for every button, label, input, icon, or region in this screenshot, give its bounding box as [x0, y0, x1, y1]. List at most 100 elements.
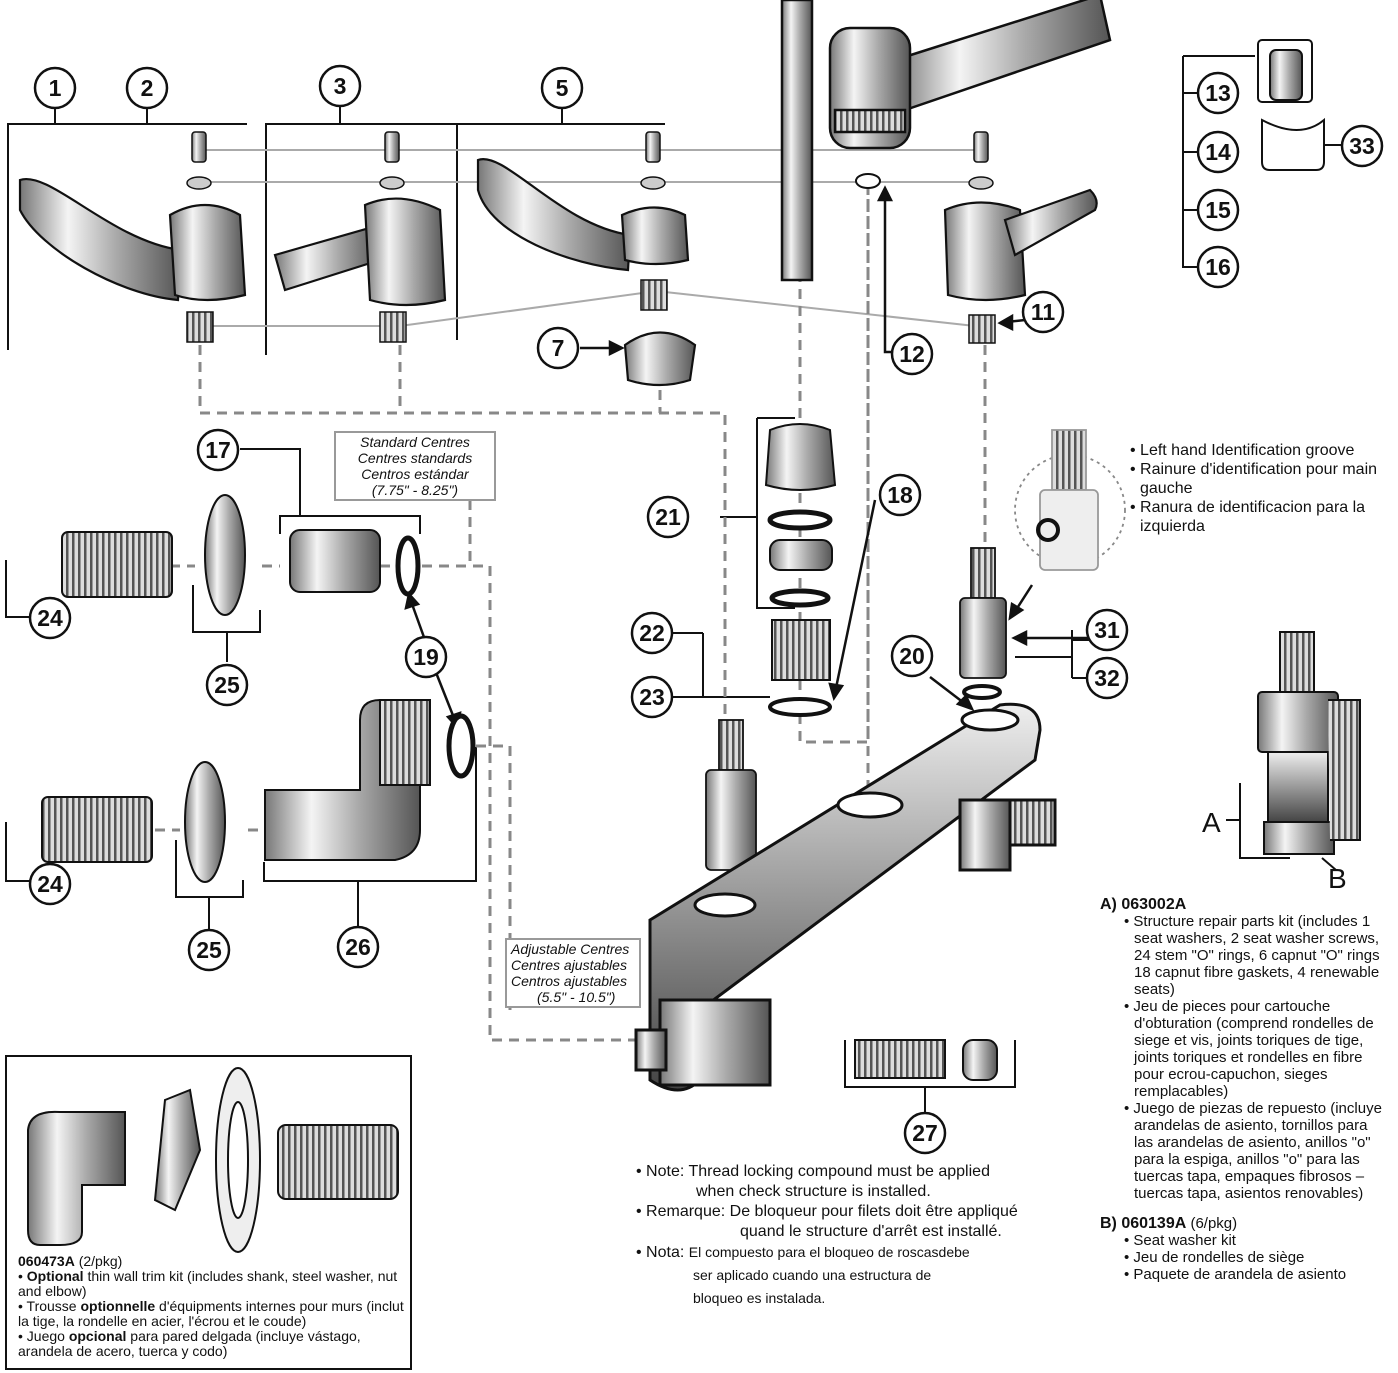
callout-24: 24	[28, 596, 72, 640]
note-line-1: • Note: Thread locking compound must be …	[636, 1163, 990, 1180]
callout-circle	[1340, 124, 1384, 168]
kit-b-item-3: • Paquete de arandela de asiento	[1124, 1266, 1347, 1283]
trim-kit-header: 060473A	[18, 1253, 75, 1269]
cartridges	[705, 429, 1126, 898]
callout-7: 7	[536, 326, 580, 370]
kit-b-header-row: B) 060139A (6/pkg)	[1100, 1215, 1390, 1232]
trim-kit-header-row: 060473A (2/pkg)	[18, 1254, 408, 1269]
callout-number: 13	[1205, 80, 1231, 106]
handle-adapters	[186, 279, 996, 344]
trim-kit-item-2: • Trousse optionnelle d'équipments inter…	[18, 1299, 408, 1329]
callout-number: 24	[37, 871, 63, 897]
callout-33: 33	[1340, 124, 1384, 168]
thread-locking-note: • Note: Thread locking compound must be …	[636, 1162, 1018, 1309]
callout-circle	[187, 928, 231, 972]
callout-3: 3	[318, 64, 362, 108]
callout-18: 18	[878, 473, 922, 517]
callout-circle	[903, 1111, 947, 1155]
callout-14: 14	[1196, 130, 1240, 174]
swing-spout	[780, 0, 1112, 282]
faucet-body	[634, 702, 1057, 1092]
callout-circle	[536, 326, 580, 370]
callout-25: 25	[205, 663, 249, 707]
callout-16: 16	[1196, 245, 1240, 289]
callout-circle	[1085, 608, 1129, 652]
label-letter-b: B	[1328, 863, 1347, 894]
callout-31: 31	[1085, 608, 1129, 652]
kit-a-item-2: • Jeu de pieces pour cartouche d'obturat…	[1124, 998, 1374, 1100]
trim-kit-item-1-bullet: •	[18, 1268, 27, 1284]
callout-number: 32	[1094, 665, 1120, 691]
kit-a-item-1: • Structure repair parts kit (includes 1…	[1124, 913, 1380, 998]
callout-23: 23	[630, 675, 674, 719]
callout-number: 20	[899, 643, 925, 669]
cartridge-detail	[1226, 631, 1361, 871]
kit-b: B) 060139A (6/pkg) • Seat washer kit • J…	[1100, 1215, 1390, 1283]
callout-27: 27	[903, 1111, 947, 1155]
callout-5: 5	[540, 66, 584, 110]
callout-number: 11	[1031, 299, 1056, 325]
trim-kit-item-3-text: para pared delgada (incluye vástago, ara…	[18, 1328, 361, 1359]
note-line-5-text: El compuesto para el bloqueo de roscasde…	[688, 1244, 970, 1260]
callout-number: 17	[205, 437, 231, 463]
callout-2: 2	[125, 66, 169, 110]
callout-12: 12	[890, 332, 934, 376]
standard-centres-line-4: (7.75" - 8.25")	[371, 482, 459, 498]
trim-kit-item-1-text: thin wall trim kit (includes shank, stee…	[18, 1268, 398, 1299]
trim-kit-box	[5, 1055, 412, 1370]
callout-circle	[890, 634, 934, 678]
groove-note-line-1: • Left hand Identification groove	[1130, 442, 1355, 459]
callout-circle	[1085, 656, 1129, 700]
check-valves	[854, 1039, 998, 1081]
callout-circle	[540, 66, 584, 110]
kit-b-pkg: (6/pkg)	[1186, 1215, 1238, 1232]
callout-number: 24	[37, 605, 63, 631]
callout-circle	[1196, 130, 1240, 174]
callout-circle	[336, 925, 380, 969]
trim-kit-item-3: • Juego opcional para pared delgada (inc…	[18, 1329, 408, 1359]
callout-number: 18	[887, 482, 913, 508]
trim-kit-item-1: • Optional thin wall trim kit (includes …	[18, 1269, 408, 1299]
trim-kit-item-2-text: d'équipments internes pour murs (inclut …	[18, 1298, 404, 1329]
kit-a: A) 063002A • Structure repair parts kit …	[1100, 896, 1390, 1202]
label-letter-a: A	[1202, 807, 1221, 838]
trim-kit-item-3-bold: opcional	[68, 1328, 127, 1344]
standard-centres-line-1: Standard Centres	[360, 434, 470, 450]
callout-circle	[878, 473, 922, 517]
callout-circle	[404, 635, 448, 679]
callout-number: 33	[1349, 133, 1375, 159]
standard-centres-line-3: Centros estándar	[361, 466, 469, 482]
callout-circle	[1196, 71, 1240, 115]
callout-24: 24	[28, 862, 72, 906]
standard-centres-label: Standard Centres Centres standards Centr…	[334, 431, 496, 501]
trim-kit-item-2-bullet: • Trousse	[18, 1298, 81, 1314]
callout-22: 22	[630, 611, 674, 655]
standard-centres-line-2: Centres standards	[357, 450, 473, 466]
callout-number: 22	[639, 620, 665, 646]
note-line-5-label: • Nota:	[636, 1244, 689, 1261]
callout-number: 15	[1205, 197, 1231, 223]
note-line-2: when check structure is installed.	[696, 1183, 931, 1200]
note-line-7: bloqueo es instalada.	[693, 1290, 826, 1306]
callout-number: 26	[345, 934, 371, 960]
callout-number: 21	[655, 504, 681, 530]
callout-13: 13	[1196, 71, 1240, 115]
kit-b-header: B) 060139A	[1100, 1215, 1187, 1232]
kit-a-item-3: • Juego de piezas de repuesto (incluye a…	[1124, 1100, 1382, 1202]
callout-number: 1	[49, 75, 62, 101]
groove-note: • Left hand Identification groove • Rain…	[1130, 441, 1377, 536]
note-line-3: • Remarque: De bloqueur pour filets doit…	[636, 1203, 1018, 1220]
callout-circle	[1196, 188, 1240, 232]
kit-a-header: A) 063002A	[1100, 896, 1187, 913]
part-brackets	[5, 55, 1290, 1112]
callout-number: 7	[552, 335, 565, 361]
callout-circle	[125, 66, 169, 110]
callout-circle	[646, 495, 690, 539]
callout-circle	[890, 332, 934, 376]
callout-11: 11	[1021, 290, 1065, 334]
screws-and-indices	[186, 131, 994, 190]
groove-note-line-2: • Rainure d'identification pour main	[1130, 461, 1378, 478]
trim-kit-item-2-bold: optionnelle	[80, 1298, 156, 1314]
